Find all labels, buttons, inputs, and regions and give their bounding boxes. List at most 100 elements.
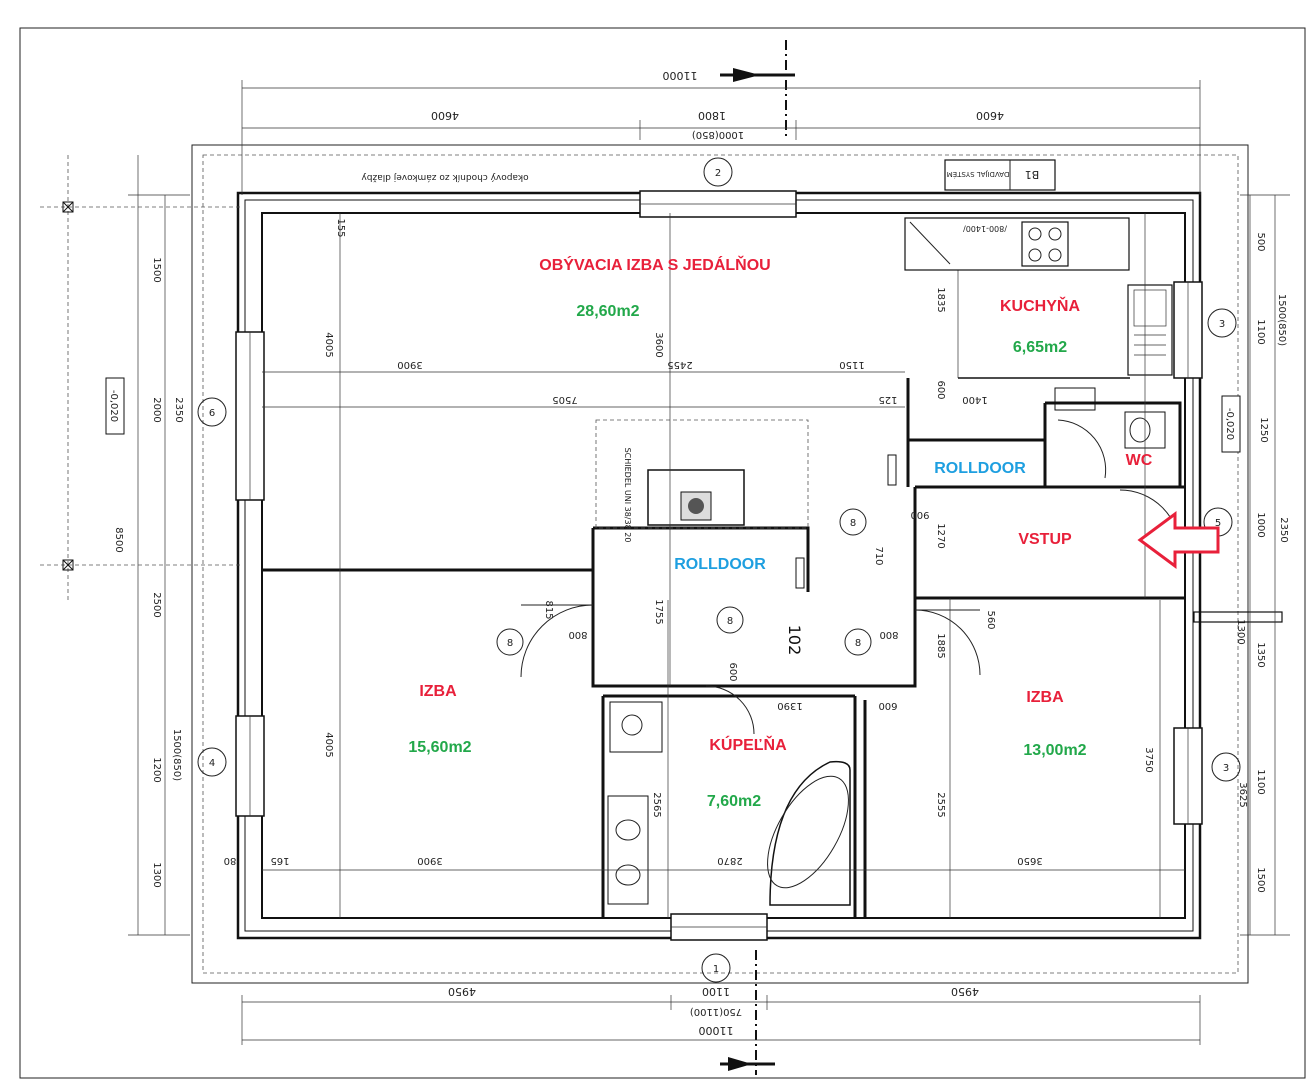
- left-grid-axes: [40, 155, 240, 600]
- dim-left-2500: 2500: [151, 592, 162, 617]
- axis-marker-right-lower: [1211, 752, 1241, 782]
- chimney-shaft: [595, 419, 809, 529]
- dim-top-right: 4600: [976, 109, 1004, 122]
- axis-marker-top: [703, 157, 733, 187]
- stamp-label: B1: [1025, 168, 1040, 181]
- dim-left-1500: 1500: [151, 257, 162, 282]
- stamp-note: DAVDIJAL SYSTÉM: [947, 170, 1010, 179]
- door-label-c: 8: [855, 638, 861, 649]
- door-label-d: 8: [727, 616, 733, 627]
- dim-inner-3750: 3750: [1143, 747, 1154, 772]
- rolldoor-label-upper: ROLLDOOR: [934, 460, 1026, 477]
- dim-inner-2555: 2555: [935, 792, 946, 817]
- room-bathroom-name: KÚPEĽŇA: [709, 735, 787, 754]
- dim-inner-710: 710: [873, 546, 884, 565]
- axis-marker-left-lower: [197, 747, 227, 777]
- dim-bottom-total: 11000: [699, 1024, 734, 1037]
- dim-inner-4005-top: 4005: [323, 332, 334, 357]
- dim-left-2000: 2000: [151, 397, 162, 422]
- dim-top-mid: 1800: [698, 109, 726, 122]
- dim-inner-125: 125: [878, 394, 897, 405]
- grid-cross-upper: [62, 201, 74, 213]
- dim-bottom-right: 4950: [951, 985, 979, 998]
- dim-inner-815: 815: [543, 600, 554, 619]
- axis-marker-left-upper: [197, 397, 227, 427]
- dim-inner-3650: 3650: [1017, 855, 1042, 866]
- dim-right-3625: 3625: [1237, 782, 1248, 807]
- dim-inner-1755: 1755: [653, 599, 664, 624]
- dim-right-1350: 1350: [1255, 642, 1266, 667]
- dim-right-1250: 1250: [1258, 417, 1269, 442]
- dim-inner-7505: 7505: [552, 394, 577, 405]
- dim-inner-600: 600: [935, 380, 946, 399]
- dim-inner-2565: 2565: [651, 792, 662, 817]
- kitchen-counter: [904, 217, 1130, 271]
- room-bathroom-area: 7,60m2: [707, 793, 761, 810]
- stamp-box: [944, 159, 1056, 191]
- door-swing-right-room: [914, 609, 981, 676]
- level-box-left: [105, 377, 125, 435]
- entrance-step: [1193, 611, 1283, 623]
- dim-inner-600-door: 600: [727, 662, 738, 681]
- room-left-name: IZBA: [419, 683, 457, 700]
- dim-inner-1885: 1885: [935, 633, 946, 658]
- dim-right-1100-b: 1100: [1255, 769, 1266, 794]
- chimney-note: SCHIEDEL UNI 38/38 20: [623, 448, 632, 543]
- rolldoor-label-lower: ROLLDOOR: [674, 556, 766, 573]
- dim-right-500: 500: [1255, 232, 1266, 251]
- dim-right-1100: 1100: [1255, 319, 1266, 344]
- dim-right-1000: 1000: [1255, 512, 1266, 537]
- door-marker-a: [839, 508, 867, 536]
- dim-top-total: 11000: [663, 69, 698, 82]
- dim-inner-3600: 3600: [653, 332, 664, 357]
- room-living-name: OBÝVACIA IZBA S JEDÁLŇOU: [539, 255, 770, 274]
- dim-inner-600-b: 600: [878, 700, 897, 711]
- wc-basin: [1054, 387, 1096, 411]
- door-swing-bathroom: [705, 685, 755, 735]
- dim-top-left: 4600: [431, 109, 459, 122]
- kitchen-sink: [1127, 284, 1173, 376]
- dim-inner-4005-bot: 4005: [323, 732, 334, 757]
- dim-right-1500-850: 1500(850): [1276, 294, 1287, 346]
- axis-label-top: 2: [715, 168, 721, 179]
- axis-label-right-upper: 3: [1219, 319, 1225, 330]
- axis-label-bottom: 1: [713, 964, 719, 975]
- wc-door-swing: [1057, 419, 1107, 479]
- wall-wc: [1045, 401, 1182, 487]
- dim-bottom-mid: 1100: [702, 985, 730, 998]
- level-box-right: [1221, 395, 1241, 453]
- dim-inner-3900-top: 3900: [397, 359, 422, 370]
- washing-machine: [609, 701, 663, 753]
- axis-label-right-mid: 5: [1215, 518, 1221, 529]
- dim-bottom-sub: 750(1100): [690, 1006, 742, 1017]
- dim-inner-1150: 1150: [839, 359, 864, 370]
- paving-note: okapový chodník zo zámkovej dlažby: [361, 172, 529, 182]
- dim-top-sub: 1000(850): [692, 129, 744, 140]
- double-washbasin: [607, 795, 649, 905]
- dim-inner-1270: 1270: [935, 523, 946, 548]
- room-number-102: 102: [785, 625, 804, 656]
- dim-left-2350: 2350: [173, 397, 184, 422]
- room-kitchen-area: 6,65m2: [1013, 339, 1067, 356]
- axis-label-left-upper: 6: [209, 408, 215, 419]
- sheet-border: [19, 27, 1306, 1079]
- axis-label-right-lower: 3: [1223, 763, 1229, 774]
- dim-inner-2870: 2870: [717, 855, 742, 866]
- level-right: -0,020: [1224, 408, 1235, 440]
- hood-symbol: [909, 221, 951, 265]
- dim-inner-1390: 1390: [777, 700, 802, 711]
- room-right-name: IZBA: [1026, 689, 1064, 706]
- room-wc-name: WC: [1126, 452, 1153, 469]
- dim-inner-1835: 1835: [935, 287, 946, 312]
- room-right-area: 13,00m2: [1023, 742, 1086, 759]
- dim-inner-800-l: 800: [568, 629, 587, 640]
- corner-bathtub: [767, 760, 851, 906]
- door-marker-d: [716, 606, 744, 634]
- axis-marker-bottom: [701, 953, 731, 983]
- dim-inner-900: 900: [910, 509, 929, 520]
- room-living-area: 28,60m2: [576, 303, 639, 320]
- dim-inner-2455: 2455: [667, 359, 692, 370]
- entrance-arrow: [1137, 511, 1220, 569]
- room-kitchen-name: KUCHYŇA: [1000, 296, 1080, 315]
